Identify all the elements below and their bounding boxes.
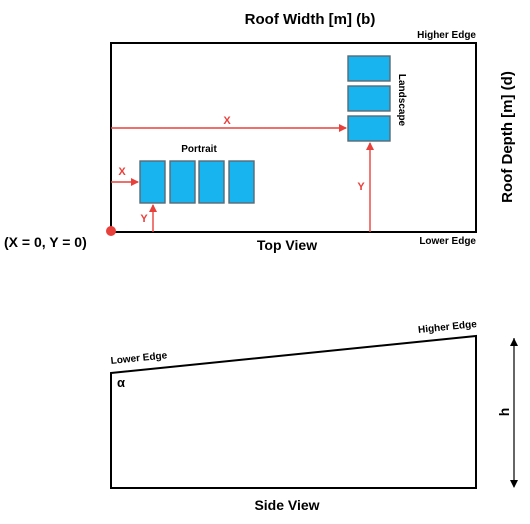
origin-label: (X = 0, Y = 0) <box>4 234 87 250</box>
roof-outline-side <box>110 334 477 489</box>
height-label: h <box>496 408 512 417</box>
landscape-panel <box>347 85 391 112</box>
origin-point <box>106 226 116 236</box>
roof-outline-top <box>110 42 477 233</box>
landscape-panel <box>347 55 391 82</box>
side-higher-edge-label: Higher Edge <box>418 319 478 336</box>
angle-alpha-label: α <box>117 375 125 390</box>
portrait-label: Portrait <box>181 144 217 155</box>
roof-width-label: Roof Width [m] (b) <box>245 11 376 28</box>
landscape-x-label: X <box>223 115 231 127</box>
top-view-caption: Top View <box>257 237 317 253</box>
portrait-y-label: Y <box>140 213 148 225</box>
side-view-caption: Side View <box>254 497 319 513</box>
portrait-panel <box>169 160 196 204</box>
landscape-y-label: Y <box>357 181 365 193</box>
top-lower-edge-label: Lower Edge <box>419 236 476 247</box>
roof-depth-label: Roof Depth [m] (d) <box>499 71 516 203</box>
landscape-label: Landscape <box>396 74 407 127</box>
portrait-x-label: X <box>118 166 126 178</box>
top-higher-edge-label: Higher Edge <box>417 30 476 41</box>
landscape-panel <box>347 115 391 142</box>
portrait-panel <box>228 160 255 204</box>
portrait-panel <box>139 160 166 204</box>
portrait-panel <box>198 160 225 204</box>
side-lower-edge-label: Lower Edge <box>110 350 168 367</box>
